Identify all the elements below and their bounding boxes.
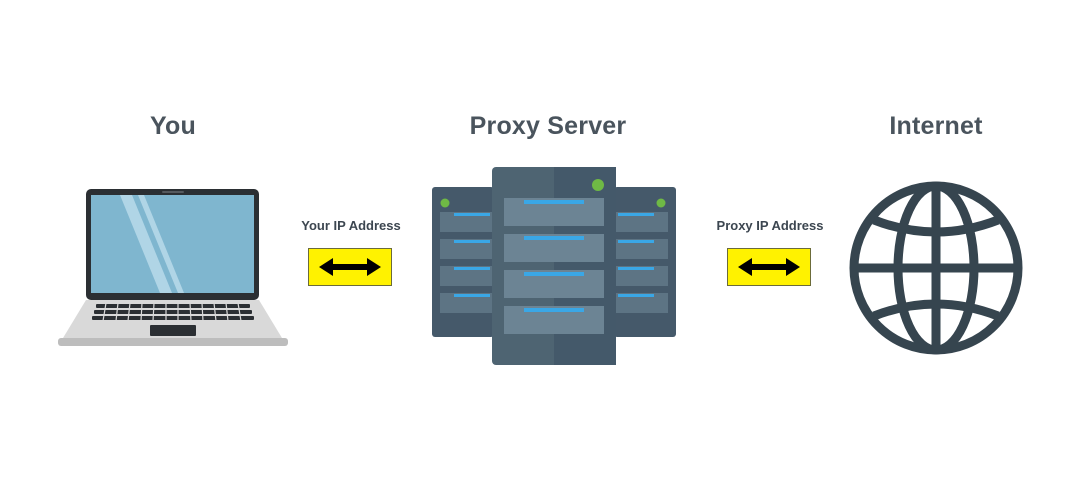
node-label-you: You (150, 112, 196, 140)
globe-icon (848, 180, 1024, 361)
double-arrow-icon (727, 248, 811, 286)
laptop-icon (56, 186, 290, 357)
connection-label-proxy-ip: Proxy IP Address (716, 218, 824, 233)
connection-label-your-ip: Your IP Address (301, 218, 401, 233)
node-label-internet: Internet (889, 112, 983, 140)
double-arrow-icon (308, 248, 392, 286)
node-label-proxy-server: Proxy Server (469, 112, 627, 140)
server-icon (430, 165, 678, 372)
